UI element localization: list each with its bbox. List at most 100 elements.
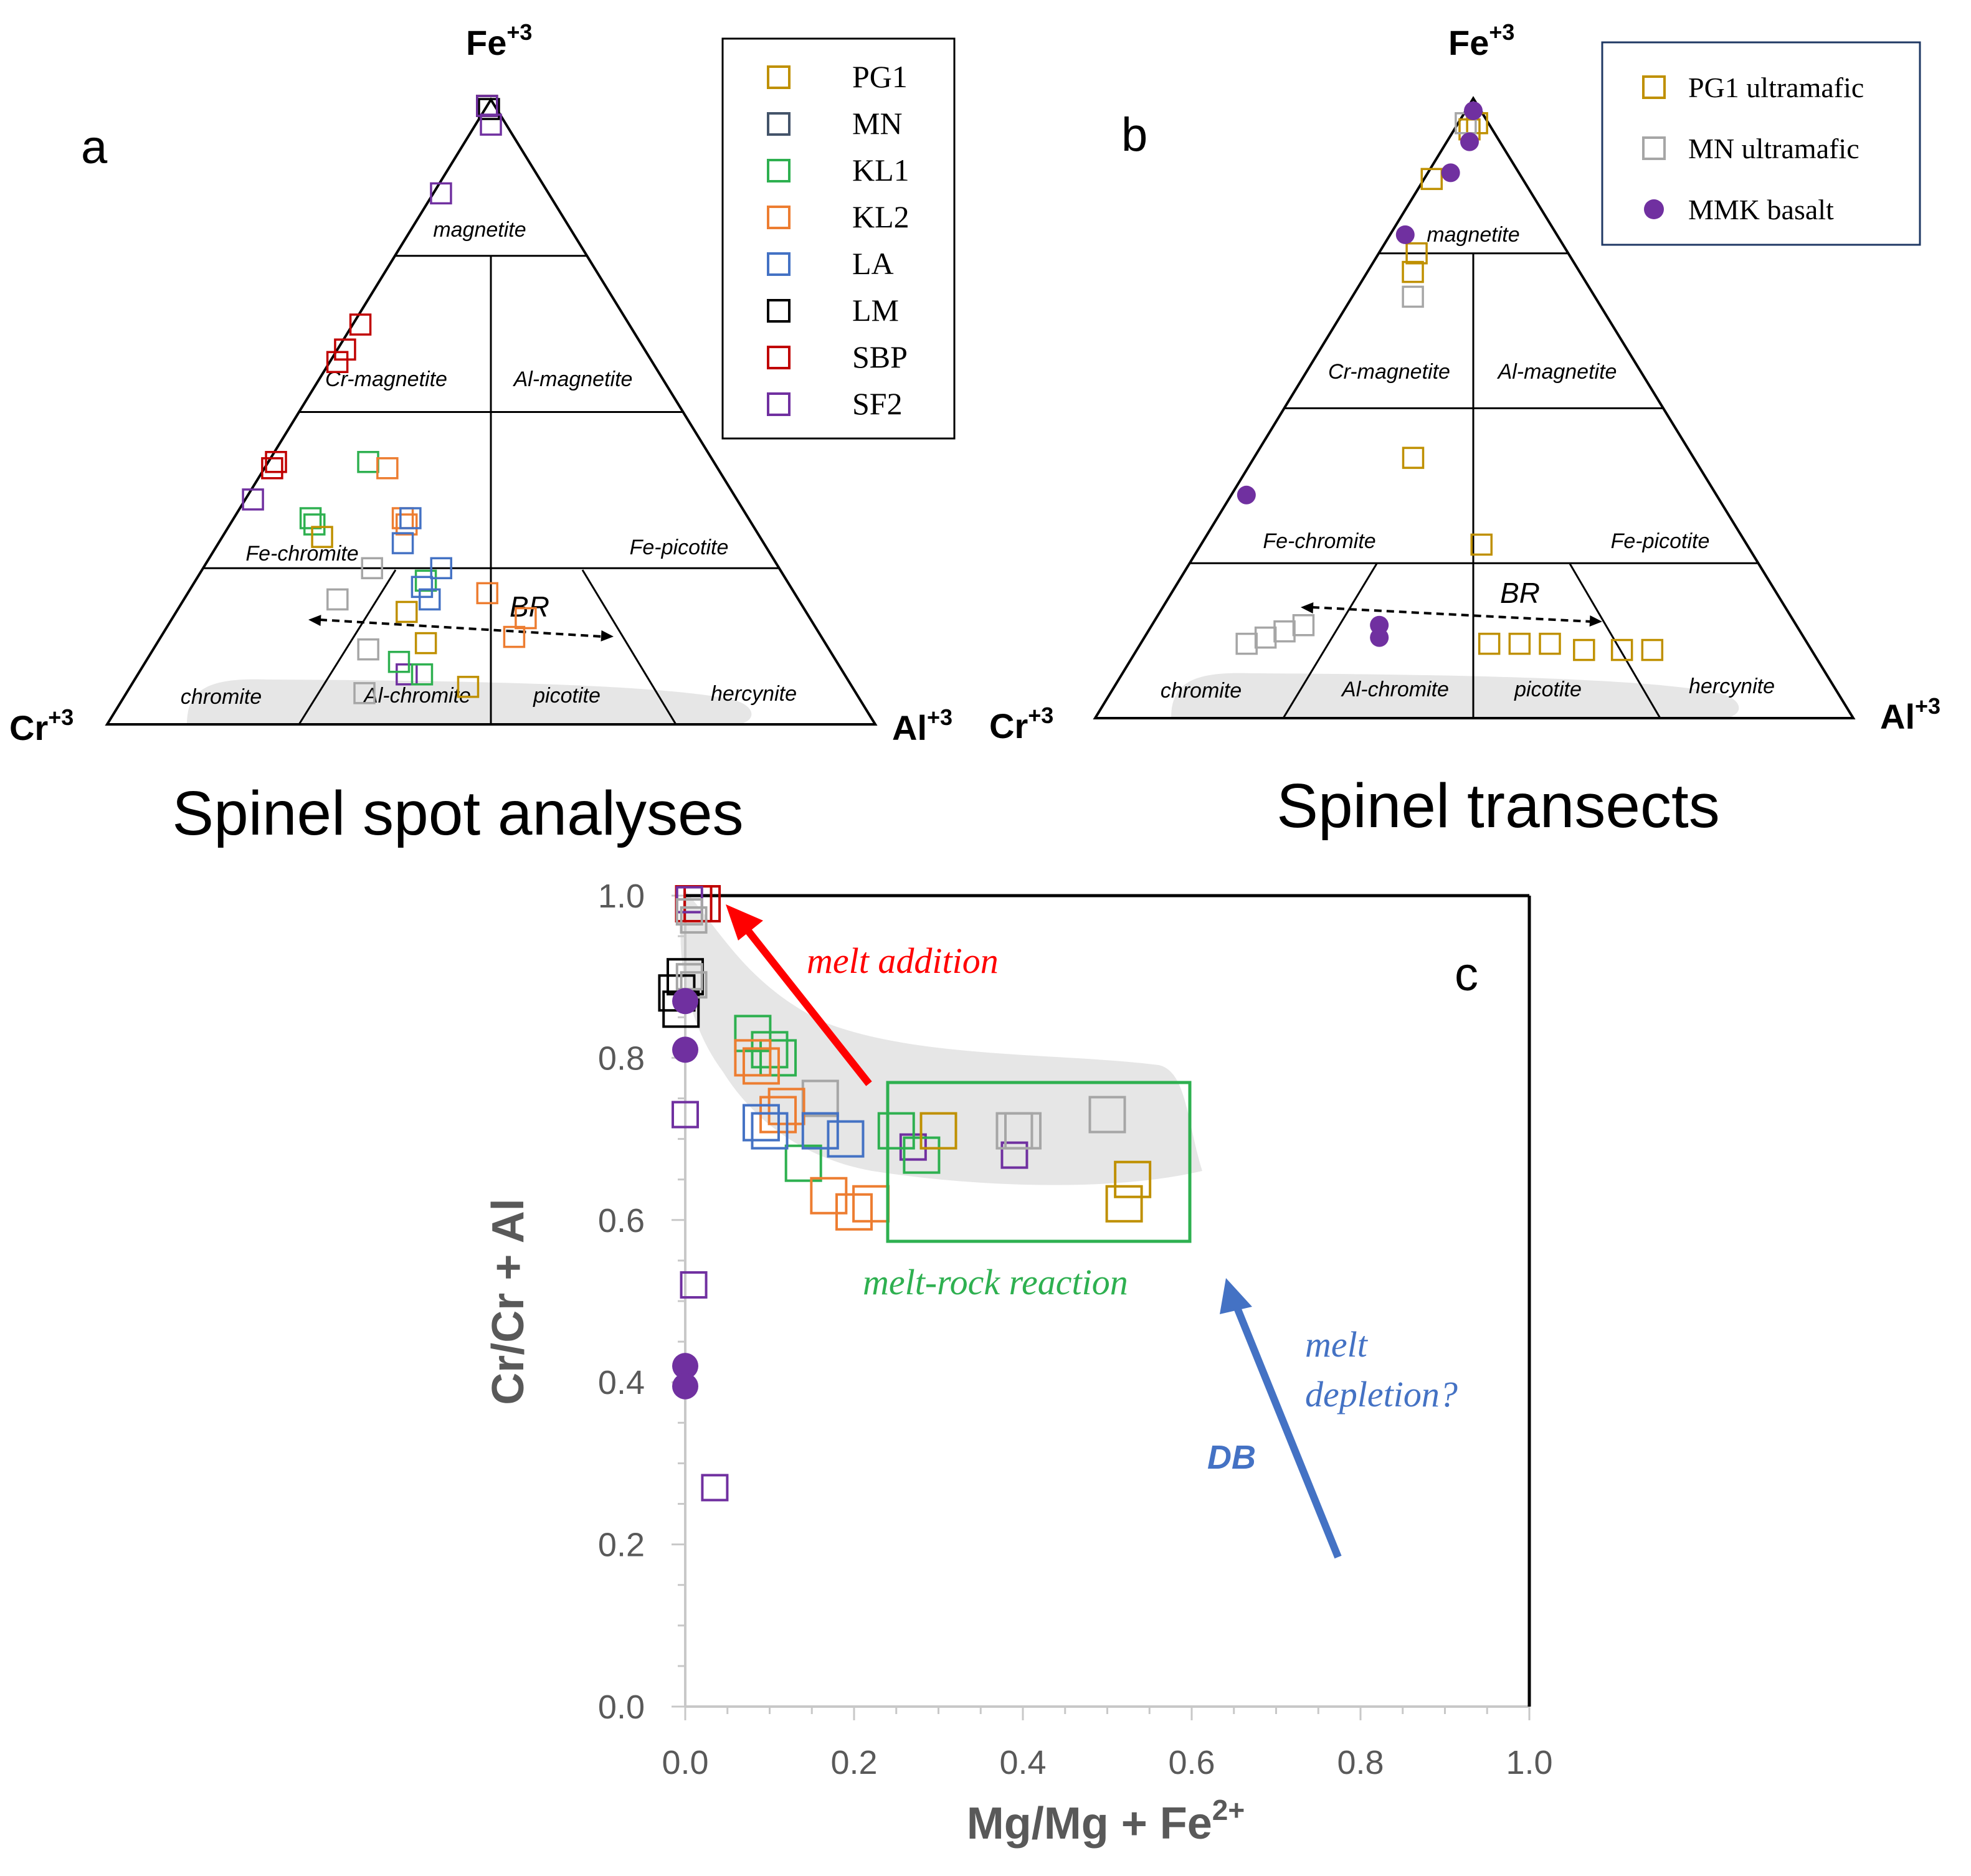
x-tick-label: 0.8 xyxy=(1337,1744,1384,1781)
data-point-mn xyxy=(1088,1096,1126,1134)
data-point-pg1 xyxy=(1105,1185,1143,1223)
data-point-mmk-basalt xyxy=(1237,485,1256,505)
br-arrow-line xyxy=(319,618,603,638)
base-shading xyxy=(1171,673,1739,718)
data-point-la xyxy=(742,1104,780,1142)
field-label: Fe-chromite xyxy=(1263,529,1375,553)
data-point-pg1 xyxy=(311,526,333,548)
base-shading xyxy=(187,679,752,724)
melt-addition-arrow xyxy=(741,924,872,1086)
data-point-kl1 xyxy=(303,513,326,536)
data-point-pg1-ultramafic xyxy=(1470,533,1493,556)
data-point-mn-ultramafic xyxy=(1254,626,1277,649)
br-trend: BR xyxy=(308,590,614,642)
data-point-mn-ultramafic xyxy=(1235,632,1258,655)
data-point-kl1 xyxy=(299,507,322,529)
data-point-la xyxy=(411,576,434,599)
legend-entry-label: KL1 xyxy=(852,153,910,187)
data-point-mn-ultramafic xyxy=(1273,620,1296,643)
field-label: Cr-magnetite xyxy=(1328,360,1450,384)
field-label: magnetite xyxy=(433,218,526,242)
data-points xyxy=(242,95,537,704)
br-arrow-line xyxy=(1311,606,1592,623)
melt-depletion-arrow xyxy=(1231,1300,1342,1559)
data-point-mmk-basalt xyxy=(1441,163,1460,182)
data-point-sbp xyxy=(334,338,356,361)
data-point-pg1 xyxy=(919,1112,957,1150)
data-point-mn xyxy=(357,638,379,661)
legend-entry-label: MMK basalt xyxy=(1688,194,1834,225)
legend-entry-label: LM xyxy=(852,293,899,328)
data-point-kl1 xyxy=(414,569,437,592)
data-point-sf2 xyxy=(476,95,498,117)
x-axis-title: Mg/Mg + Fe2+ xyxy=(967,1794,1245,1849)
data-point-mmk-basalt xyxy=(1464,101,1483,120)
data-point-pg1 xyxy=(457,676,480,698)
data-point-mn xyxy=(680,906,708,934)
br-label: BR xyxy=(1500,577,1540,609)
data-point-kl2 xyxy=(515,607,537,630)
y-tick-label: 0.4 xyxy=(598,1364,645,1401)
data-point-mmk-basalt xyxy=(1460,132,1479,151)
panel-label-c: c xyxy=(1455,948,1478,1001)
legend-marker xyxy=(767,299,791,323)
data-point-pg1-ultramafic xyxy=(1478,632,1501,655)
data-point-sbp xyxy=(265,450,287,473)
legend-marker xyxy=(767,206,791,229)
data-point-mn xyxy=(326,588,349,611)
data-point-sf2 xyxy=(680,1271,708,1299)
data-point-pg1-ultramafic xyxy=(1610,638,1633,661)
data-point-kl2 xyxy=(376,457,399,480)
legend-marker xyxy=(1642,136,1666,160)
vertex-label-fe: Fe+3 xyxy=(466,19,532,62)
data-point-mmk-basalt xyxy=(1370,628,1389,647)
legend-marker xyxy=(767,65,791,89)
data-point-mmk-basalt xyxy=(1395,225,1415,244)
br-arrowhead xyxy=(1589,615,1602,627)
br-arrowhead xyxy=(308,615,321,627)
panel-label-a: a xyxy=(81,121,108,174)
data-point-kl1 xyxy=(357,450,379,473)
melt-rock-reaction-box xyxy=(886,1081,1192,1243)
data-point-pg1-ultramafic xyxy=(1420,168,1443,191)
legend-entry-label: SF2 xyxy=(852,386,903,421)
field-label: hercynite xyxy=(711,682,797,706)
data-point-sbp xyxy=(349,313,372,336)
x-tick-label: 0.2 xyxy=(830,1744,877,1781)
data-point-pg1 xyxy=(414,632,437,655)
y-tick-label: 0.8 xyxy=(598,1040,645,1077)
vertex-label-al: Al+3 xyxy=(1880,693,1940,736)
legend-box xyxy=(721,37,956,440)
melt-depletion-label-1: melt xyxy=(1305,1324,1369,1365)
legend-entry-label: PG1 ultramafic xyxy=(1688,72,1864,103)
data-points xyxy=(658,885,1152,1502)
legend-entry-label: KL2 xyxy=(852,199,910,234)
y-tick-label: 1.0 xyxy=(598,878,645,915)
field-label: chromite xyxy=(1161,679,1242,703)
data-point-la xyxy=(751,1112,789,1150)
data-point-mn xyxy=(361,557,384,579)
br-trend: BR xyxy=(1301,577,1602,627)
data-point-mn xyxy=(353,682,376,704)
data-point-mmk-basalt xyxy=(672,988,698,1015)
legend-entry-label: LA xyxy=(852,246,894,281)
data-point-pg1-ultramafic xyxy=(1402,447,1425,469)
y-axis-title: Cr/Cr + Al xyxy=(483,1198,533,1405)
data-point-kl2 xyxy=(503,625,526,648)
chart-title-a: Spinel spot analyses xyxy=(172,779,743,848)
chart-title-b: Spinel transects xyxy=(1276,771,1719,841)
data-point-pg1-ultramafic xyxy=(1539,632,1561,655)
field-label: hercynite xyxy=(1689,675,1775,698)
vertex-label-al: Al+3 xyxy=(892,704,952,747)
db-label: DB xyxy=(1207,1439,1256,1476)
data-points xyxy=(1235,101,1664,661)
legend-entry-label: MN ultramafic xyxy=(1688,133,1859,164)
melt-depletion-label-2: depletion? xyxy=(1305,1374,1458,1414)
